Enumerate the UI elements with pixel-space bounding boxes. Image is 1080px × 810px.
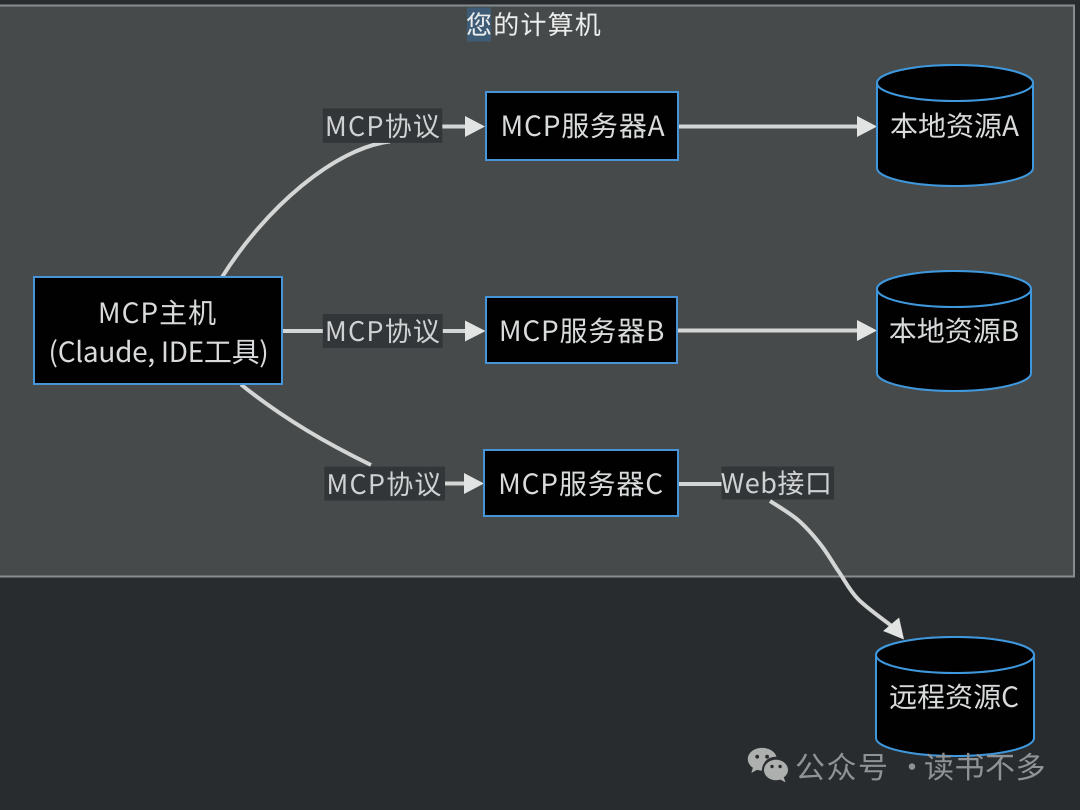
svg-text:本地资源A: 本地资源A bbox=[890, 105, 1019, 145]
svg-text:读书不多: 读书不多 bbox=[924, 743, 1046, 787]
svg-text:MCP服务器C: MCP服务器C bbox=[498, 463, 664, 503]
svg-text:Web接口: Web接口 bbox=[721, 462, 833, 501]
svg-text:MCP协议: MCP协议 bbox=[325, 105, 441, 144]
svg-text:您的计算机: 您的计算机 bbox=[466, 5, 602, 42]
svg-text:MCP协议: MCP协议 bbox=[325, 310, 441, 349]
svg-text:MCP服务器B: MCP服务器B bbox=[499, 310, 665, 350]
svg-text:·: · bbox=[897, 743, 927, 787]
svg-text:远程资源C: 远程资源C bbox=[889, 676, 1019, 716]
svg-text:MCP服务器A: MCP服务器A bbox=[501, 105, 666, 145]
svg-text:本地资源B: 本地资源B bbox=[889, 310, 1019, 350]
svg-text:MCP协议: MCP协议 bbox=[326, 463, 442, 502]
svg-text:(Claude, IDE工具): (Claude, IDE工具) bbox=[49, 331, 269, 371]
svg-text:MCP主机: MCP主机 bbox=[98, 292, 217, 332]
svg-text:公众号: 公众号 bbox=[795, 743, 890, 787]
